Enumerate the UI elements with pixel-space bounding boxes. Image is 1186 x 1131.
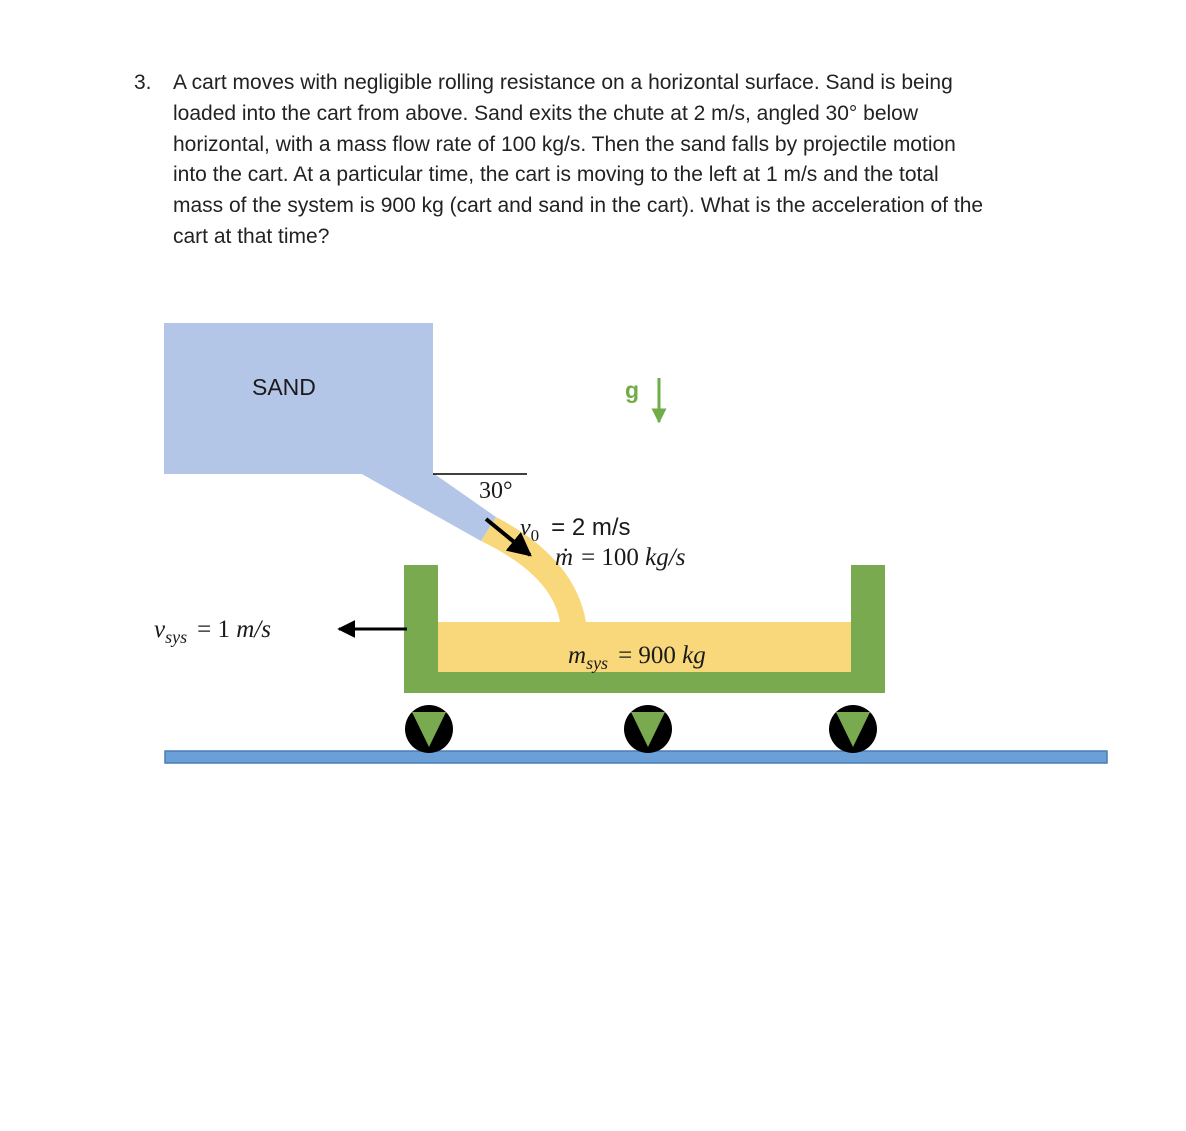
sand-in-cart <box>438 622 851 672</box>
problem-line: cart at that time? <box>173 224 330 248</box>
sand-hopper <box>164 323 496 541</box>
problem-number: 3. <box>134 71 152 94</box>
angle-label: 30° <box>479 478 513 504</box>
problem-line: loaded into the cart from above. Sand ex… <box>173 101 919 125</box>
problem-statement: 3. A cart moves with negligible rolling … <box>134 68 1094 253</box>
mass-flow-label: ṁ= 100 kg/s <box>555 544 685 571</box>
wheel <box>624 705 672 753</box>
problem-line: A cart moves with negligible rolling res… <box>173 71 953 94</box>
v0-label: v0= 2 m/s <box>520 514 631 545</box>
gravity-label: g <box>625 377 639 403</box>
msys-label: msys= 900 kg <box>568 642 706 673</box>
cart <box>404 565 885 693</box>
v0-arrow <box>484 517 532 557</box>
sand-label: SAND <box>252 374 316 400</box>
problem-line: mass of the system is 900 kg (cart and s… <box>173 194 984 218</box>
ground-surface <box>164 750 1108 764</box>
wheel <box>829 705 877 753</box>
vsys-label: vsys= 1 m/s <box>154 616 271 647</box>
problem-line: horizontal, with a mass flow rate of 100… <box>173 132 956 156</box>
wheel <box>405 705 453 753</box>
problem-line: into the cart. At a particular time, the… <box>173 163 939 187</box>
